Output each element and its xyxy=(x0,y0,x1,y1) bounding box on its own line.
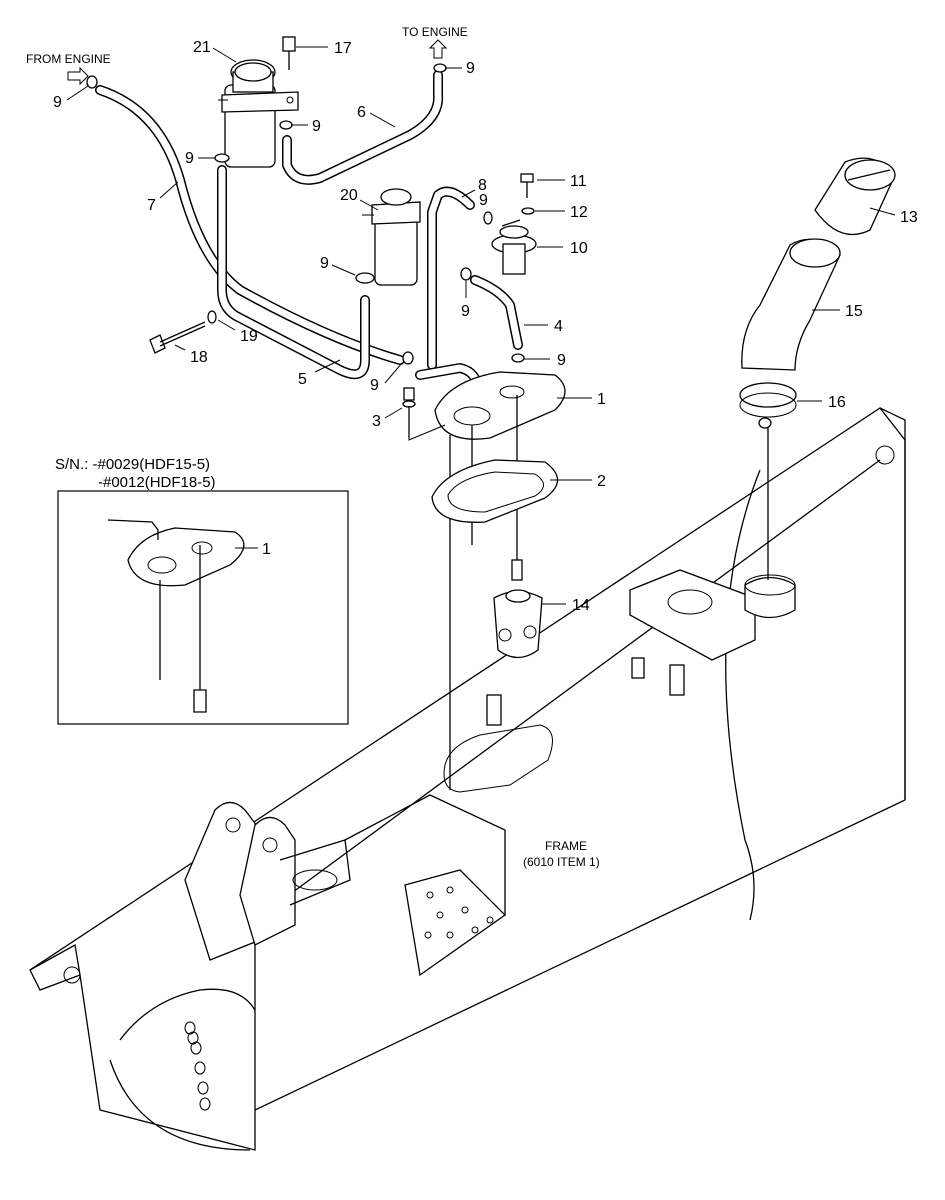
inset-panel xyxy=(57,490,349,725)
callout-12: 12 xyxy=(570,204,588,221)
callout-9-filter: 9 xyxy=(312,118,321,135)
callout-18: 18 xyxy=(190,349,208,366)
frame-ref-label: (6010 ITEM 1) xyxy=(523,855,600,869)
serial-note-line1: S/N.: -#0029(HDF15-5) xyxy=(55,456,210,473)
hose-6 xyxy=(282,70,444,185)
callout-9-right: 9 xyxy=(557,352,566,369)
callout-1-inset: 1 xyxy=(262,541,271,558)
callout-14: 14 xyxy=(572,597,590,614)
callout-17: 17 xyxy=(334,40,352,57)
filter-20 xyxy=(362,188,421,286)
callout-9-center: 9 xyxy=(320,255,329,272)
strainer-14 xyxy=(493,559,543,659)
callout-15: 15 xyxy=(845,303,863,320)
callout-13: 13 xyxy=(900,209,918,226)
callout-5: 5 xyxy=(298,371,307,388)
arrow-up-icon xyxy=(428,39,448,59)
callout-11: 11 xyxy=(570,173,587,190)
callout-6: 6 xyxy=(357,104,366,121)
hose-7 xyxy=(95,85,405,365)
callout-21: 21 xyxy=(193,39,211,56)
clamps-9 xyxy=(86,63,525,365)
callout-16: 16 xyxy=(828,394,846,411)
callout-8: 8 xyxy=(478,177,487,194)
washer-12 xyxy=(521,207,535,215)
callout-19: 19 xyxy=(240,328,258,345)
frame-label: FRAME xyxy=(545,839,587,853)
clamp-16 xyxy=(739,382,797,580)
arrow-right-icon xyxy=(67,66,89,86)
callout-9-lower: 9 xyxy=(370,377,379,394)
hose-5 xyxy=(217,165,370,380)
callout-20: 20 xyxy=(340,187,358,204)
to-engine-label: TO ENGINE xyxy=(402,25,468,39)
callout-1: 1 xyxy=(597,391,606,408)
callout-3: 3 xyxy=(372,413,381,430)
serial-note-line2: -#0012(HDF18-5) xyxy=(98,474,216,491)
hose-8 xyxy=(427,186,475,370)
filter-21 xyxy=(218,59,299,168)
callout-7: 7 xyxy=(147,197,156,214)
callout-9-left: 9 xyxy=(185,150,194,167)
callout-9-top-left: 9 xyxy=(53,94,62,111)
washer-19 xyxy=(207,310,217,324)
bolt-17 xyxy=(282,36,296,70)
hose-4 xyxy=(470,275,523,350)
tube-15 xyxy=(741,238,841,371)
frame-body xyxy=(29,407,906,1151)
bolt-18 xyxy=(149,321,206,354)
sender-10 xyxy=(491,219,537,275)
callout-10: 10 xyxy=(570,240,588,257)
from-engine-label: FROM ENGINE xyxy=(26,52,111,66)
leader-lines xyxy=(66,46,896,605)
callout-4: 4 xyxy=(554,318,563,335)
cap-13 xyxy=(814,157,896,236)
gasket-2 xyxy=(431,459,559,523)
callout-9-mid: 9 xyxy=(479,192,488,209)
screw-11 xyxy=(520,173,534,198)
callout-9-below: 9 xyxy=(461,303,470,320)
callout-9-top-right: 9 xyxy=(466,60,475,77)
callout-2: 2 xyxy=(597,473,606,490)
